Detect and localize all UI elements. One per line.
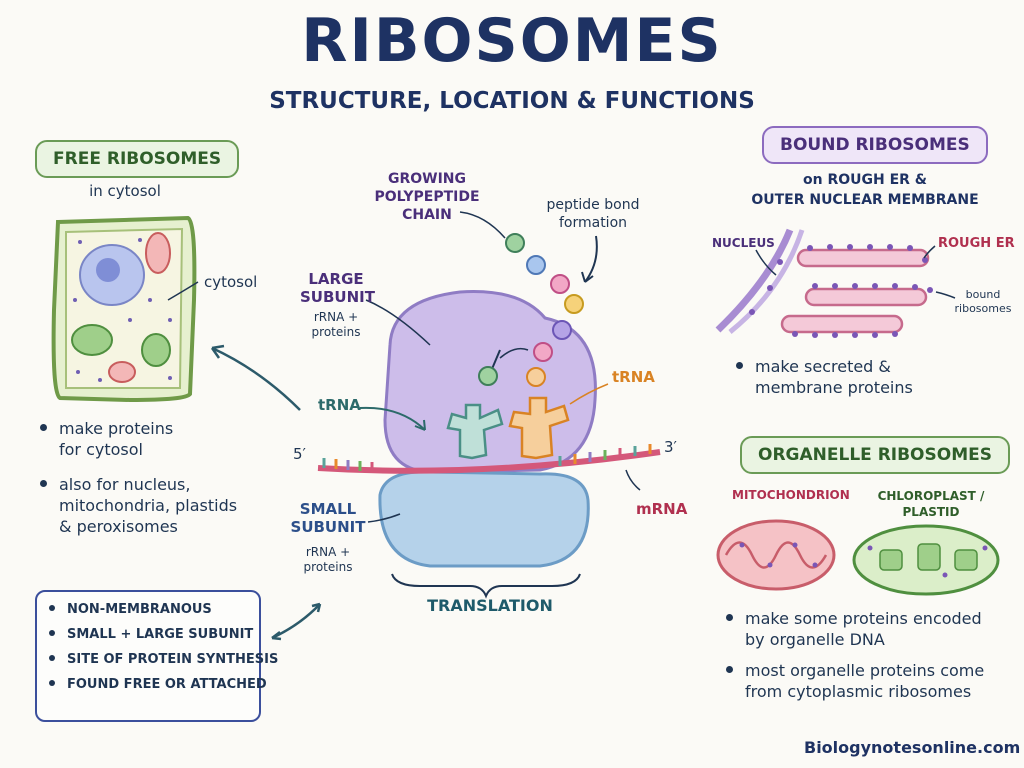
chloroplast-icon <box>71 324 113 356</box>
organelle-bullet-2: most organelle proteins come from cytopl… <box>726 660 984 702</box>
arrow-to-cell <box>211 346 301 411</box>
summary-item: FOUND FREE OR ATTACHED <box>49 677 267 692</box>
translation-brace <box>391 573 581 599</box>
translation-label: TRANSLATION <box>427 596 553 615</box>
summary-item: SITE OF PROTEIN SYNTHESIS <box>49 652 278 667</box>
summary-item: SMALL + LARGE SUBUNIT <box>49 627 259 642</box>
mitochondrion-label: MITOCHONDRION <box>732 488 850 502</box>
chloroplast-illustration <box>852 524 1000 596</box>
small-subunit <box>378 470 590 568</box>
trna-right <box>508 396 570 460</box>
mrna-label: mRNA <box>636 500 688 518</box>
bound-ribosomes-header: BOUND RIBOSOMES <box>762 126 988 164</box>
trna-right-label: tRNA <box>612 368 655 386</box>
free-bullet-1: make proteins for cytosol <box>40 418 173 460</box>
organelle-ribosomes-header: ORGANELLE RIBOSOMES <box>740 436 1010 474</box>
trna-left-label: tRNA <box>318 396 361 414</box>
cytosol-label: cytosol <box>204 273 258 291</box>
chloroplast-label: CHLOROPLAST /PLASTID <box>877 489 985 519</box>
mitochondrion-illustration <box>716 519 836 591</box>
bound-sub-2: OUTER NUCLEAR MEMBRANE <box>751 192 979 208</box>
free-ribosomes-header: FREE RIBOSOMES <box>35 140 240 178</box>
free-bullet-2: also for nucleus, mitochondria, plastids… <box>40 474 237 537</box>
summary-item: NON-MEMBRANOUS <box>49 602 259 617</box>
rough-er-illustration <box>715 228 956 338</box>
small-subunit-desc: rRNA +proteins <box>303 545 353 574</box>
five-prime-label: 5′ <box>293 445 306 463</box>
summary-box: NON-MEMBRANOUS SMALL + LARGE SUBUNIT SIT… <box>35 590 278 722</box>
footer-credit: Biologynotesonline.com <box>804 738 1021 757</box>
large-subunit-desc: rRNA +proteins <box>311 310 361 339</box>
free-ribosomes-sub: in cytosol <box>89 182 161 200</box>
trna-left <box>446 403 504 460</box>
bound-bullet: make secreted & membrane proteins <box>736 356 913 398</box>
bound-sub-1: on ROUGH ER & <box>802 172 928 188</box>
plant-cell-illustration <box>51 215 199 403</box>
page-title: RIBOSOMES <box>301 6 723 76</box>
three-prime-label: 3′ <box>664 438 677 456</box>
organelle-bullet-1: make some proteins encoded by organelle … <box>726 608 982 650</box>
rough-er-label: ROUGH ER <box>938 236 1015 251</box>
mitochondrion-icon <box>145 232 171 274</box>
nucleus-label: NUCLEUS <box>712 236 775 250</box>
page-subtitle: STRUCTURE, LOCATION & FUNCTIONS <box>269 88 755 114</box>
